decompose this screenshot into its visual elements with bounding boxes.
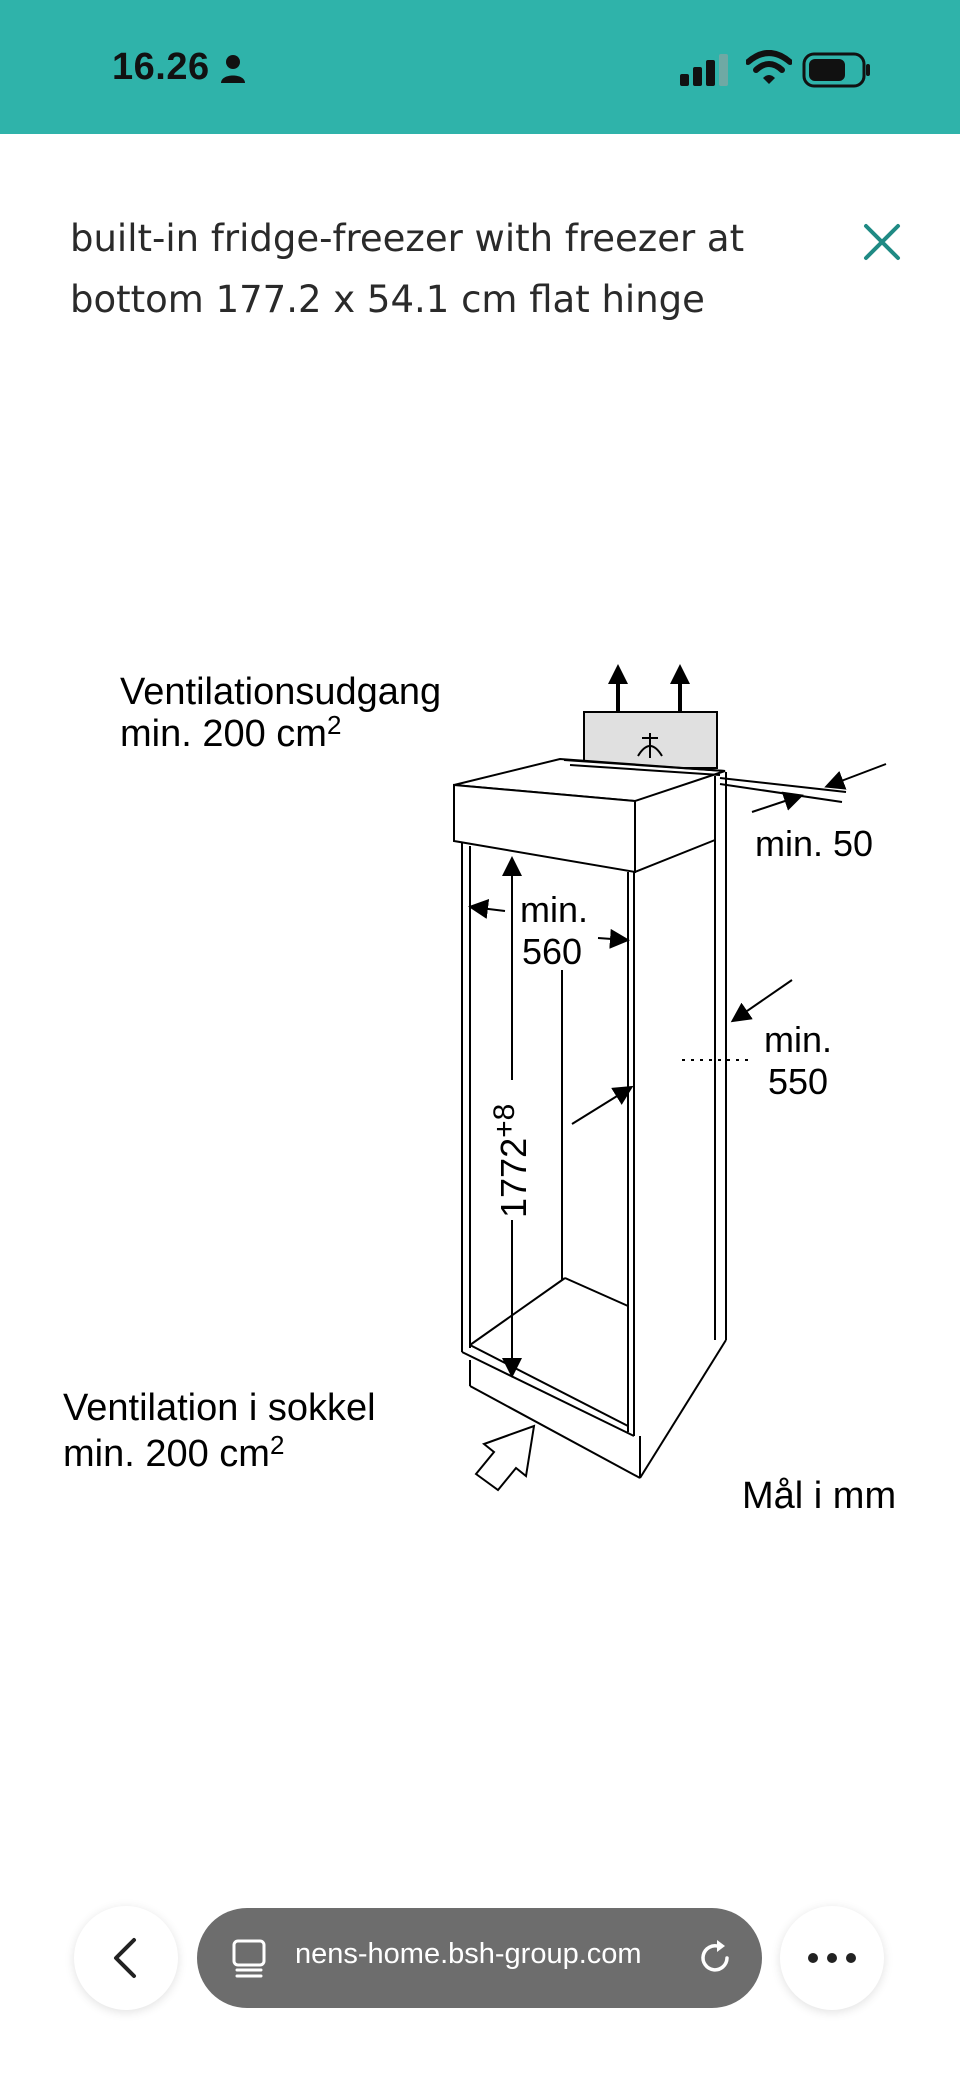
fan-symbol-icon — [637, 733, 663, 758]
vent-in-label-1: Ventilation i sokkel — [63, 1387, 376, 1429]
units-label: Mål i mm — [742, 1475, 896, 1517]
wifi-icon — [746, 50, 792, 84]
min560-label-1: min. — [520, 889, 588, 930]
url-text[interactable]: nens-home.bsh-group.com — [295, 1938, 642, 1970]
address-bar[interactable]: nens-home.bsh-group.com — [197, 1908, 762, 2008]
chevron-left-icon — [114, 1938, 136, 1978]
person-icon — [221, 55, 245, 83]
page-icon[interactable] — [231, 1938, 267, 1978]
more-button[interactable] — [780, 1906, 884, 2010]
vent-out-label-2: min. 200 cm2 — [120, 710, 341, 755]
plinth-arrow-icon — [474, 1424, 536, 1492]
dimension-min550 — [571, 979, 793, 1125]
battery-icon — [802, 52, 870, 88]
signal-icon — [680, 54, 728, 86]
close-icon[interactable] — [858, 218, 906, 266]
min560-label-2: 560 — [522, 931, 582, 972]
dimension-min50 — [719, 763, 887, 813]
status-time: 16.26 — [112, 46, 210, 88]
title-line-2: bottom 177.2 x 54.1 cm flat hinge — [70, 278, 705, 321]
dimension-min560 — [468, 898, 630, 949]
min50-label: min. 50 — [755, 823, 873, 864]
title-line-1: built-in fridge-freezer with freezer at — [70, 217, 745, 260]
installation-diagram: Ventilationsudgang min. 200 cm2 — [63, 664, 896, 1517]
top-slab — [453, 757, 726, 874]
min550-label-2: 550 — [768, 1061, 828, 1102]
status-bar: 16.26 — [0, 0, 960, 134]
vent-in-label-2: min. 200 cm2 — [63, 1430, 284, 1475]
vent-up-arrows — [608, 664, 690, 712]
reload-icon[interactable] — [695, 1938, 735, 1978]
back-button[interactable] — [74, 1906, 178, 2010]
height-label: 1772+8 — [488, 1104, 534, 1218]
page-title: built-in fridge-freezer with freezer at … — [70, 208, 790, 330]
min550-label-1: min. — [764, 1019, 832, 1060]
more-icon — [808, 1953, 856, 1963]
cabinet-outline — [461, 772, 727, 1479]
vent-out-label-1: Ventilationsudgang — [120, 671, 441, 713]
